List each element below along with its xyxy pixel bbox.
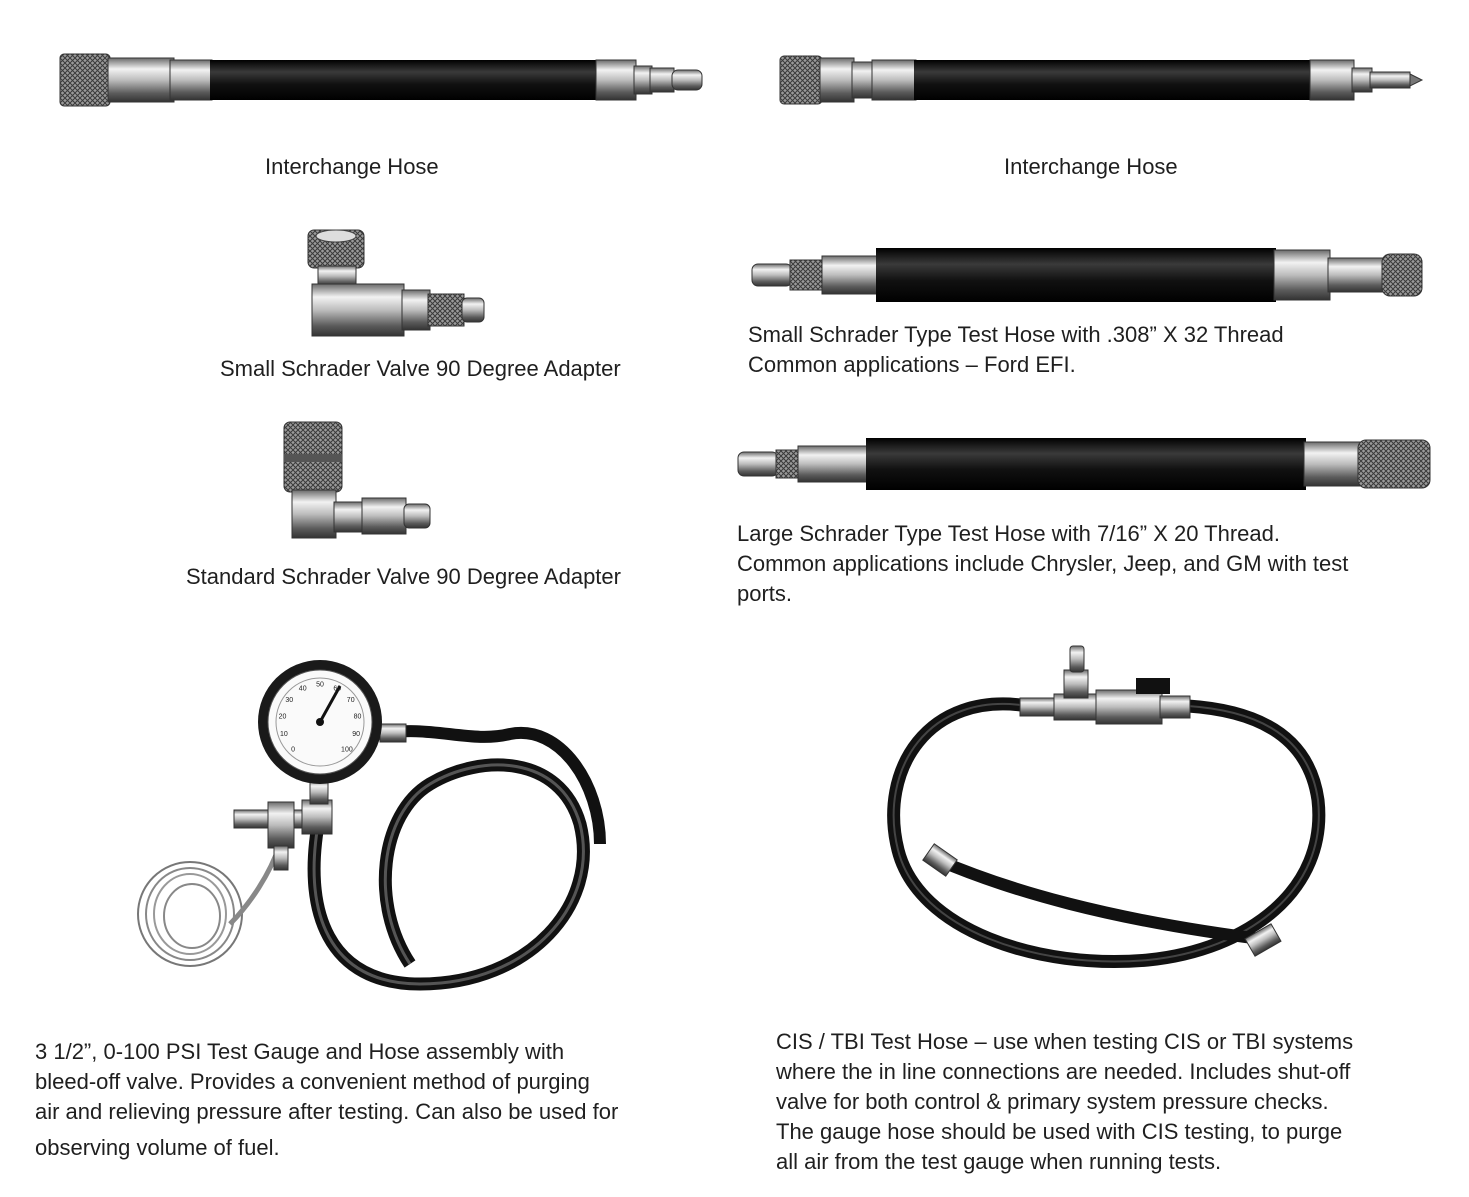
standard-schrader-adapter-caption: Standard Schrader Valve 90 Degree Adapte… bbox=[186, 564, 621, 589]
gauge-tick-label: 0 bbox=[291, 746, 295, 753]
gauge-tick-label: 40 bbox=[299, 686, 307, 693]
interchange-hose-right-caption: Interchange Hose bbox=[1004, 154, 1178, 179]
gauge-tick-label: 50 bbox=[316, 682, 324, 689]
gauge-assembly-line-3: air and relieving pressure after testing… bbox=[35, 1099, 619, 1124]
small-test-hose-line-1: Small Schrader Type Test Hose with .308”… bbox=[748, 322, 1284, 347]
gauge-tick-label: 10 bbox=[280, 731, 288, 738]
cis-tbi-line-1: CIS / TBI Test Hose – use when testing C… bbox=[776, 1029, 1354, 1054]
cis-tbi-test-hose-image bbox=[887, 645, 1326, 968]
gauge-assembly-line-1: 3 1/2”, 0-100 PSI Test Gauge and Hose as… bbox=[35, 1039, 565, 1064]
cis-tbi-test-hose-description: CIS / TBI Test Hose – use when testing C… bbox=[776, 1027, 1353, 1177]
large-schrader-test-hose-description: Large Schrader Type Test Hose with 7/16”… bbox=[737, 519, 1348, 609]
standard-schrader-adapter-image bbox=[283, 421, 431, 539]
gauge-tick-label: 90 bbox=[352, 731, 360, 738]
test-gauge-assembly-image: 0 10 20 30 40 50 60 70 80 90 100 bbox=[137, 660, 606, 991]
gauge-tick-label: 70 bbox=[347, 697, 355, 704]
small-schrader-test-hose-image bbox=[751, 248, 1423, 302]
small-schrader-adapter-caption: Small Schrader Valve 90 Degree Adapter bbox=[220, 356, 621, 381]
small-schrader-adapter-image bbox=[307, 229, 485, 337]
interchange-hose-right-image bbox=[779, 55, 1424, 105]
gauge-assembly-line-2: bleed-off valve. Provides a convenient m… bbox=[35, 1069, 590, 1094]
gauge-tick-label: 20 bbox=[279, 714, 287, 721]
cis-tbi-line-2: where the in line connections are needed… bbox=[776, 1059, 1351, 1084]
large-schrader-test-hose-image bbox=[737, 438, 1431, 490]
small-schrader-test-hose-description: Small Schrader Type Test Hose with .308”… bbox=[748, 320, 1284, 380]
cis-tbi-line-4: The gauge hose should be used with CIS t… bbox=[776, 1119, 1343, 1144]
gauge-tick-label: 80 bbox=[354, 714, 362, 721]
cis-tbi-line-5: all air from the test gauge when running… bbox=[776, 1149, 1222, 1174]
gauge-tick-label: 100 bbox=[341, 746, 353, 753]
test-gauge-assembly-description: 3 1/2”, 0-100 PSI Test Gauge and Hose as… bbox=[35, 1037, 618, 1163]
gauge-tick-label: 60 bbox=[333, 686, 341, 693]
large-test-hose-line-3: ports. bbox=[737, 581, 793, 606]
gauge-assembly-line-4: observing volume of fuel. bbox=[35, 1135, 280, 1160]
large-test-hose-line-2: Common applications include Chrysler, Je… bbox=[737, 551, 1349, 576]
small-test-hose-line-2: Common applications – Ford EFI. bbox=[748, 352, 1076, 377]
large-test-hose-line-1: Large Schrader Type Test Hose with 7/16”… bbox=[737, 521, 1280, 546]
interchange-hose-left-caption: Interchange Hose bbox=[265, 154, 439, 179]
gauge-tick-label: 30 bbox=[285, 697, 293, 704]
interchange-hose-left-image bbox=[59, 53, 703, 107]
cis-tbi-line-3: valve for both control & primary system … bbox=[776, 1089, 1329, 1114]
